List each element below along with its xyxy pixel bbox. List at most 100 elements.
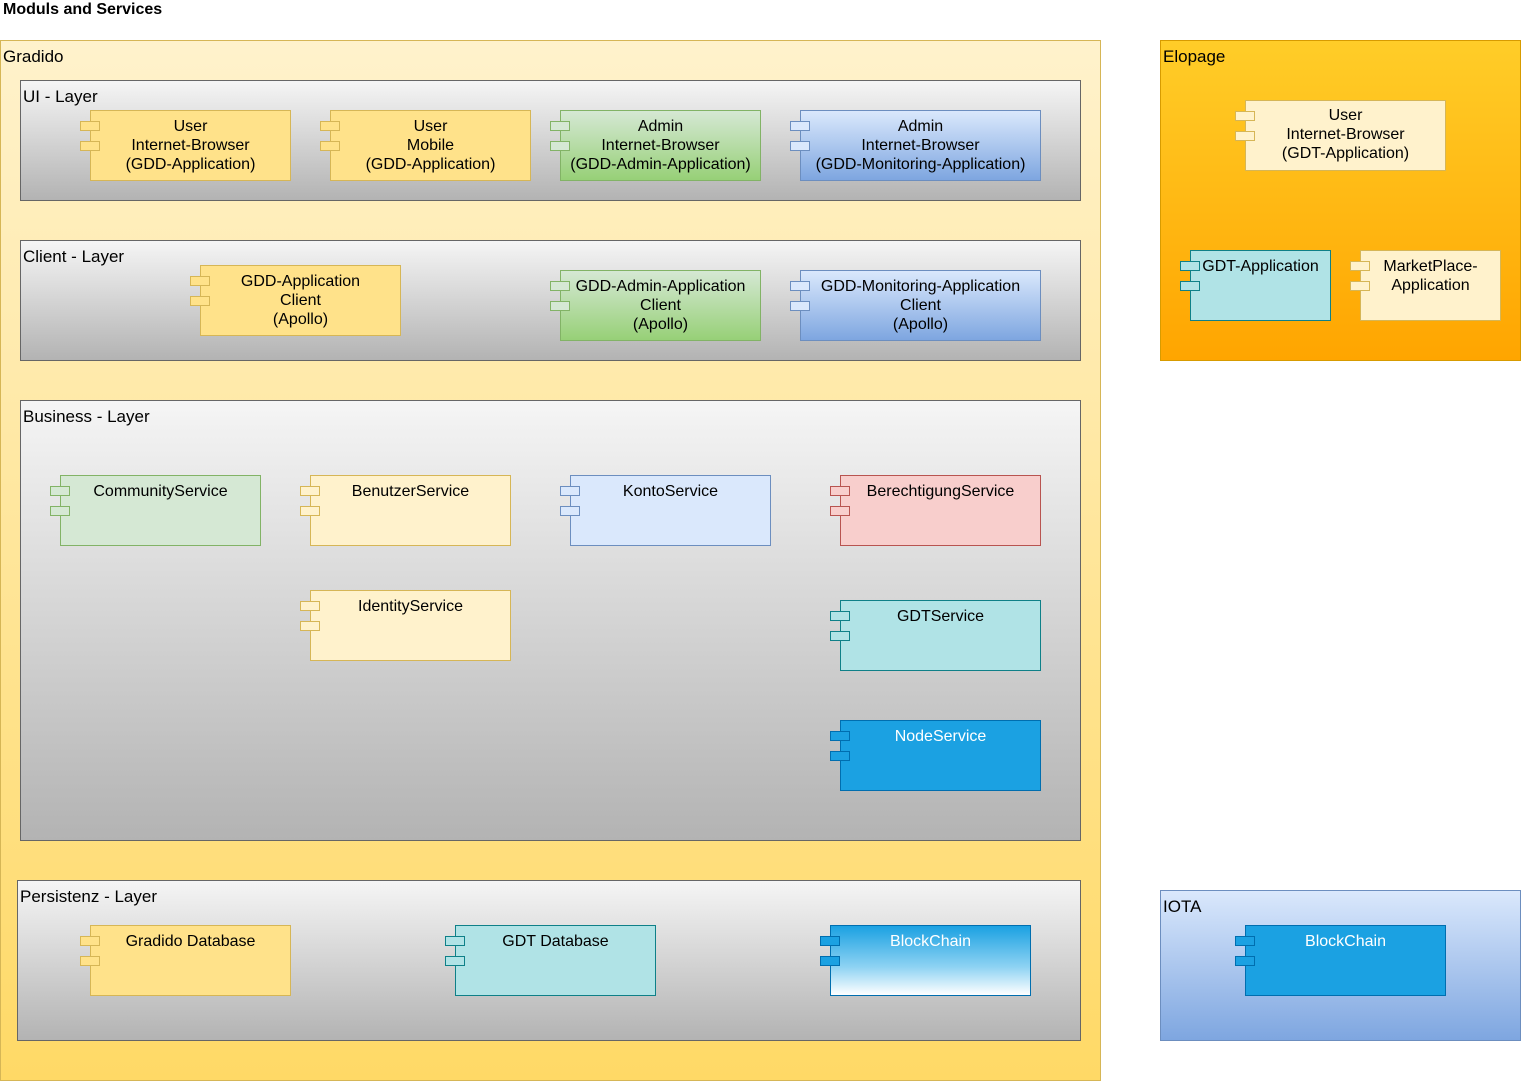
component-port — [1180, 281, 1200, 291]
component-port — [830, 486, 850, 496]
component-elopage-marketplace-application[interactable]: MarketPlace-Application — [1350, 250, 1501, 321]
component-port — [445, 956, 465, 966]
component-port — [300, 621, 320, 631]
iota-frame-label: IOTA — [1163, 897, 1202, 916]
component-port — [550, 281, 570, 291]
gradido-frame-label: Gradido — [3, 47, 64, 66]
component-port — [80, 956, 100, 966]
component-label-line: GDD-Admin-Application — [575, 278, 746, 295]
component-label: Gradido Database — [91, 932, 290, 951]
component-label-line: Gradido Database — [125, 933, 256, 950]
component-port — [830, 731, 850, 741]
component-label-line: Client — [280, 292, 321, 309]
component-port — [790, 121, 810, 131]
component-label-line: (Apollo) — [892, 316, 949, 333]
component-port — [320, 121, 340, 131]
component-port — [1235, 956, 1255, 966]
component-label-line: GDD-Application — [240, 273, 361, 290]
component-port — [790, 281, 810, 291]
component-iota-blockchain[interactable]: BlockChain — [1235, 925, 1446, 996]
component-port — [80, 121, 100, 131]
component-port — [50, 506, 70, 516]
component-label-line: User — [413, 118, 448, 135]
component-label-line: Admin — [637, 118, 684, 135]
component-berechtigung-service[interactable]: BerechtigungService — [830, 475, 1041, 546]
component-label-line: KontoService — [622, 483, 719, 500]
component-port — [830, 611, 850, 621]
component-port — [550, 301, 570, 311]
component-label: GDT Database — [456, 932, 655, 951]
component-label-line: CommunityService — [93, 483, 228, 500]
component-port — [1350, 281, 1370, 291]
component-label-line: GDTService — [896, 608, 985, 625]
component-port — [830, 631, 850, 641]
component-label: CommunityService — [61, 482, 260, 501]
component-label: BenutzerService — [311, 482, 510, 501]
persistenz-layer-label: Persistenz - Layer — [20, 887, 157, 906]
component-konto-service[interactable]: KontoService — [560, 475, 771, 546]
component-port — [1350, 261, 1370, 271]
component-label-line: (GDD-Application) — [365, 156, 496, 173]
component-label-line: BenutzerService — [351, 483, 470, 500]
component-port — [300, 601, 320, 611]
component-node-service[interactable]: NodeService — [830, 720, 1041, 791]
component-port — [560, 486, 580, 496]
component-label: GDTService — [841, 607, 1040, 626]
component-blockchain-persistenz[interactable]: BlockChain — [820, 925, 1031, 996]
component-label: BerechtigungService — [841, 482, 1040, 501]
component-port — [820, 956, 840, 966]
component-port — [300, 506, 320, 516]
component-label-line: (GDD-Admin-Application) — [570, 156, 751, 173]
component-port — [445, 936, 465, 946]
component-benutzer-service[interactable]: BenutzerService — [300, 475, 511, 546]
component-label-line: Internet-Browser — [1286, 126, 1405, 143]
component-label-line: Internet-Browser — [601, 137, 720, 154]
component-port — [300, 486, 320, 496]
component-port — [790, 301, 810, 311]
component-port — [1235, 111, 1255, 121]
business-layer-label: Business - Layer — [23, 407, 150, 426]
component-label-line: GDT-Application — [1202, 258, 1319, 275]
component-identity-service[interactable]: IdentityService — [300, 590, 511, 661]
component-port — [320, 141, 340, 151]
elopage-frame-label: Elopage — [1163, 47, 1226, 66]
component-label-line: (Apollo) — [632, 316, 689, 333]
component-label-line: Admin — [897, 118, 944, 135]
component-label-line: (GDD-Application) — [125, 156, 256, 173]
component-community-service[interactable]: CommunityService — [50, 475, 261, 546]
component-port — [830, 751, 850, 761]
component-port — [1180, 261, 1200, 271]
component-label: MarketPlace-Application — [1361, 257, 1500, 295]
component-port — [190, 296, 210, 306]
component-port — [550, 121, 570, 131]
component-gradido-database[interactable]: Gradido Database — [80, 925, 291, 996]
component-label-line: (GDT-Application) — [1281, 145, 1410, 162]
component-elopage-gdt-application[interactable]: GDT-Application — [1180, 250, 1331, 321]
component-label: NodeService — [841, 727, 1040, 746]
component-label-line: Application — [1391, 277, 1470, 294]
component-port — [80, 936, 100, 946]
ui-layer-label: UI - Layer — [23, 87, 98, 106]
component-label-line: (Apollo) — [272, 311, 329, 328]
component-label-line: IdentityService — [358, 598, 463, 615]
component-port — [550, 141, 570, 151]
component-port — [830, 506, 850, 516]
component-label-line: Internet-Browser — [861, 137, 980, 154]
component-port — [50, 486, 70, 496]
component-gdt-database[interactable]: GDT Database — [445, 925, 656, 996]
component-gdt-service[interactable]: GDTService — [830, 600, 1041, 671]
